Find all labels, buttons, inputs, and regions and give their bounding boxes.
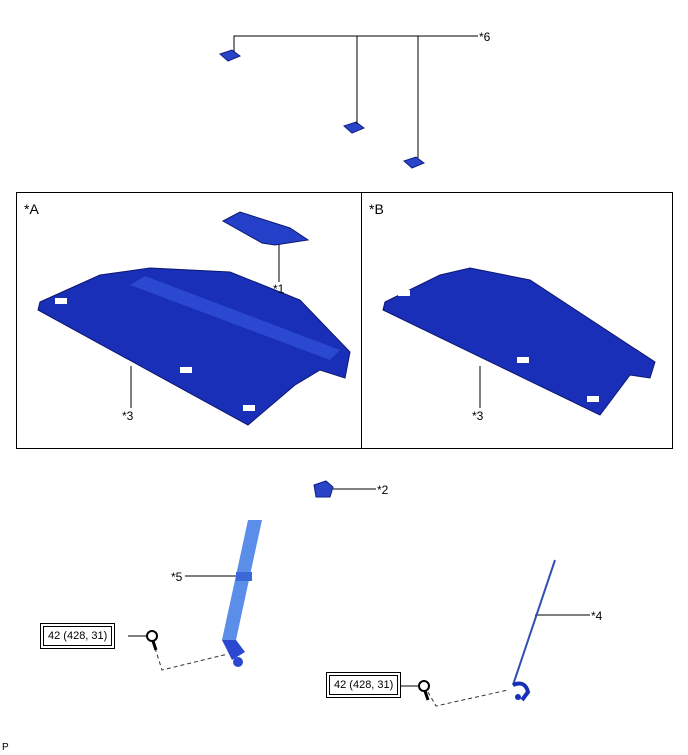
- torque-spec-left: 42 (428, 31): [40, 623, 116, 649]
- callout-1: *1: [273, 282, 285, 296]
- leader-lines: [128, 35, 590, 687]
- callout-4: *4: [591, 609, 603, 623]
- package-tray-trim-a: [37, 211, 351, 426]
- callout-6: *6: [479, 30, 491, 44]
- panel-b: [361, 192, 673, 449]
- callout-2: *2: [377, 483, 389, 497]
- seat-belt-4: [512, 559, 556, 702]
- panel-a: [16, 192, 362, 449]
- torque-spec-right: 42 (428, 31): [326, 672, 402, 698]
- clip-parts: [219, 49, 425, 169]
- seat-belt-5: [222, 520, 262, 667]
- package-tray-trim-b: [382, 267, 656, 416]
- bolt-icon: [146, 630, 158, 651]
- torque-value: 42 (428, 31): [43, 626, 113, 646]
- bolt-icon: [418, 680, 430, 701]
- callout-3a: *3: [122, 409, 134, 423]
- callout-5: *5: [171, 570, 183, 584]
- panel-b-label: *B: [369, 201, 384, 217]
- footer-code: P: [2, 742, 9, 753]
- clip-part-2: [313, 480, 334, 498]
- torque-value: 42 (428, 31): [329, 675, 399, 695]
- dashed-lines: [154, 647, 509, 707]
- callout-3b: *3: [472, 409, 484, 423]
- panel-a-label: *A: [24, 201, 39, 217]
